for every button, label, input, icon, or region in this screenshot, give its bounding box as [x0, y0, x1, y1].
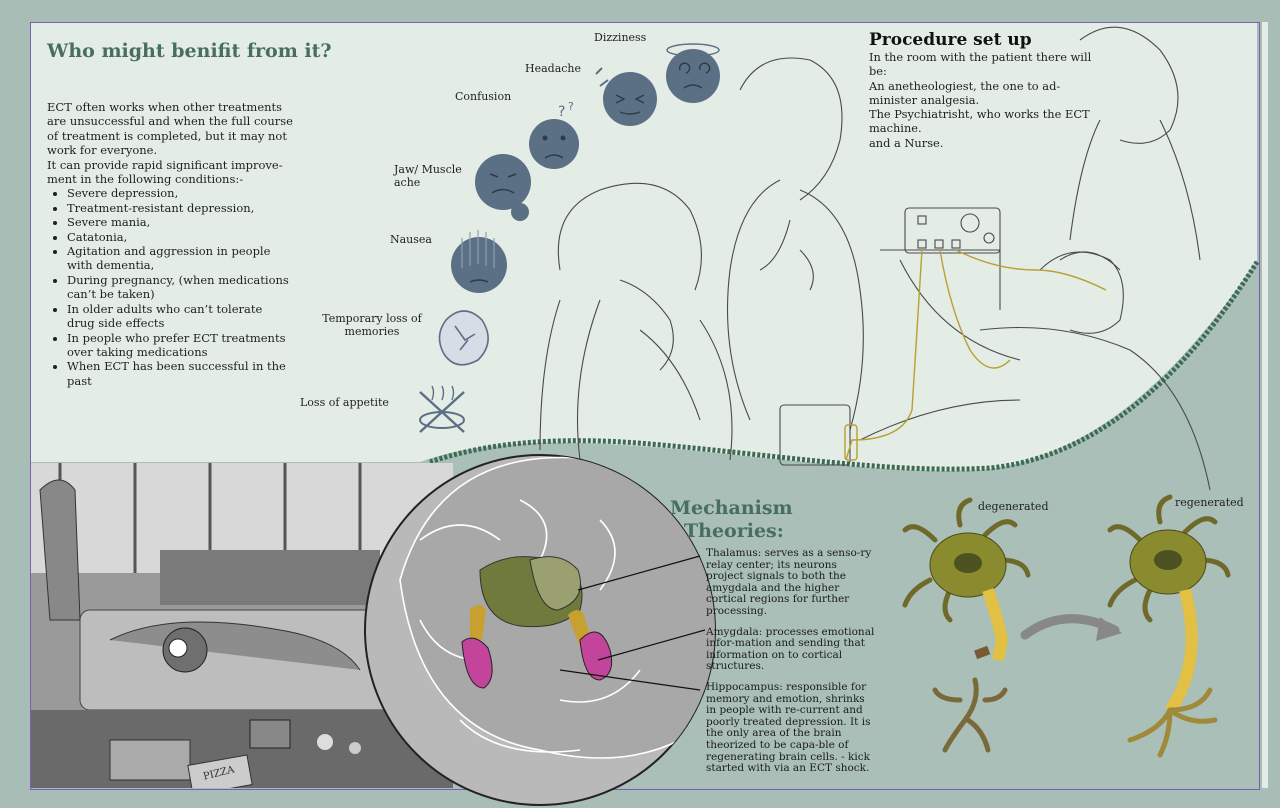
condition-item: When ECT has been successful in the past: [67, 359, 293, 388]
mechanism-title-line-2: Theories:: [684, 520, 784, 542]
mechanism-notes: Thalamus: serves as a senso-ry relay cen…: [706, 547, 876, 784]
confusion-label: Confusion: [455, 90, 512, 103]
degenerated-neuron-drawing: [902, 497, 1031, 753]
dizzy-face-icon: [666, 43, 720, 103]
jaw-ache-face-icon: [475, 154, 531, 221]
condition-item: Agitation and aggression in people with …: [67, 244, 293, 273]
regenerated-label: regenerated: [1175, 496, 1244, 509]
nausea-face-icon: [451, 230, 507, 293]
headache-label: Headache: [525, 62, 582, 75]
regenerated-neuron-drawing: [1107, 494, 1231, 758]
ect-cables-drawing: [844, 249, 1107, 461]
callout-lines: [559, 555, 706, 691]
procedure-intro: In the room with the patient there will …: [869, 50, 1092, 79]
hippocampus-shape: [461, 631, 613, 689]
poster-frame: [30, 22, 1260, 790]
amygdala-note: Amygdala: processes emotional infor-mati…: [706, 625, 875, 673]
condition-item: Treatment-resistant depression,: [67, 201, 293, 215]
benefit-intro: ECT often works when other treatments ar…: [47, 100, 293, 158]
regeneration-arrow-icon: [1020, 614, 1122, 641]
condition-item: Severe depression,: [67, 186, 293, 200]
procedure-line-1: An anetheologiest, the one to ad-ministe…: [869, 78, 1061, 107]
procedure-block: Procedure set up In the room with the pa…: [869, 30, 1099, 150]
dizziness-label: Dizziness: [594, 31, 647, 44]
medical-staff-drawing: [539, 26, 1211, 491]
benefit-body: ECT often works when other treatments ar…: [47, 100, 293, 388]
loss-of-appetite-icon: [419, 385, 465, 433]
procedure-line-3: and a Nurse.: [869, 135, 944, 150]
memory-loss-label: Temporary loss of memories: [322, 312, 422, 338]
thalamus-shape: [479, 556, 583, 628]
conditions-list: Severe depression, Treatment-resistant d…: [47, 186, 293, 388]
condition-item: During pregnancy, (when medications can’…: [67, 273, 293, 302]
confused-face-icon: ? ?: [529, 100, 579, 169]
condition-item: In people who prefer ECT treatments over…: [67, 331, 293, 360]
jaw-ache-label: Jaw/ Muscle ache: [394, 163, 462, 189]
condition-item: Catatonia,: [67, 230, 293, 244]
nausea-label: Nausea: [390, 233, 432, 246]
degenerated-label: degenerated: [978, 500, 1049, 513]
hippocampus-note: Hippocampus: responsible for memory and …: [706, 680, 871, 775]
headache-face-icon: [595, 67, 657, 126]
benefit-title: Who might benifit from it?: [47, 40, 332, 62]
thalamus-note: Thalamus: serves as a senso-ry relay cen…: [706, 547, 872, 617]
procedure-line-2: The Psychiatrisht, who works the ECT mac…: [869, 107, 1090, 136]
mechanism-title-line-1: Mechanism: [670, 497, 793, 519]
appetite-label: Loss of appetite: [300, 396, 389, 409]
condition-item: Severe mania,: [67, 215, 293, 229]
memory-loss-icon: [438, 310, 489, 366]
procedure-title: Procedure set up: [869, 30, 1032, 50]
svg-text:?: ?: [568, 100, 574, 113]
svg-text:?: ?: [558, 104, 565, 120]
benefit-lead: It can provide rapid significant improve…: [47, 157, 283, 187]
condition-item: In older adults who can’t tolerate drug …: [67, 302, 293, 331]
